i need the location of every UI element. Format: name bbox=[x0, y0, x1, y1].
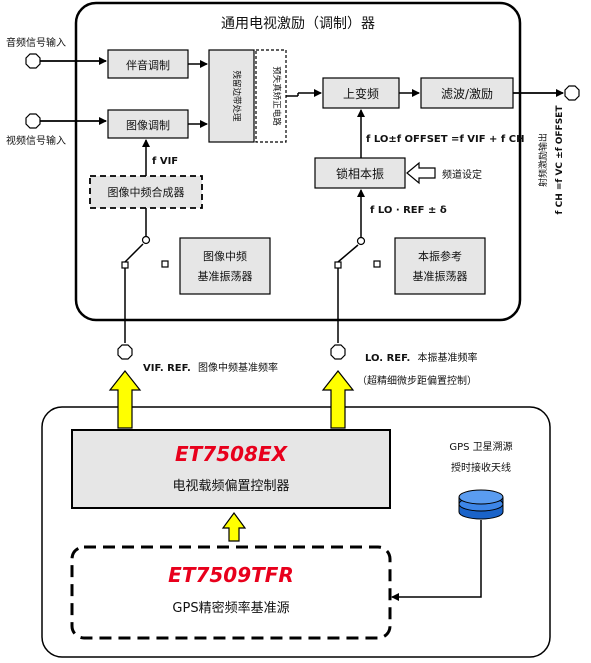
lo-reference-oscillator bbox=[394, 237, 486, 295]
svg-text:射频激励输出: 射频激励输出 bbox=[537, 133, 549, 187]
flo-ref-formula: f LO · REF ± δ bbox=[370, 205, 447, 216]
svg-text:上变频: 上变频 bbox=[343, 86, 379, 101]
controller-box bbox=[71, 429, 391, 509]
lo-ref-yellow-arrow bbox=[321, 370, 355, 429]
gps-label-line1: GPS 卫星溯源 bbox=[449, 440, 512, 453]
exciter-title: 通用电视激励（调制）器 bbox=[221, 15, 375, 32]
svg-text:图像调制: 图像调制 bbox=[126, 119, 170, 132]
controller-name: 电视载频偏置控制器 bbox=[172, 479, 289, 494]
svg-text:残留边带处理: 残留边带处理 bbox=[231, 70, 242, 122]
vif-switch bbox=[121, 235, 169, 343]
svg-text:预失真矫正电路: 预失真矫正电路 bbox=[271, 66, 282, 126]
lo-ref-label: LO. REF. 本振基准频率 bbox=[365, 351, 477, 364]
source-model: ET7509TFR bbox=[168, 563, 294, 587]
gps-antenna-line bbox=[391, 520, 482, 601]
audio-modulator bbox=[107, 49, 189, 79]
controller-model: ET7508EX bbox=[175, 442, 289, 466]
channel-setting: 频道设定 bbox=[406, 161, 482, 185]
fvif-label: f VIF bbox=[152, 156, 178, 167]
svg-text:滤波/激励: 滤波/激励 bbox=[441, 87, 493, 101]
gps-antenna-icon bbox=[458, 489, 504, 520]
svg-text:图像中频: 图像中频 bbox=[203, 249, 247, 263]
predistortion-box bbox=[255, 49, 287, 143]
svg-text:伴音调制: 伴音调制 bbox=[126, 58, 170, 72]
svg-text:基准振荡器: 基准振荡器 bbox=[198, 269, 253, 283]
vif-ref-connector bbox=[117, 344, 133, 360]
residual-sideband-box bbox=[208, 49, 255, 143]
svg-text:频道设定: 频道设定 bbox=[442, 168, 482, 181]
gps-source-box bbox=[70, 545, 392, 640]
source-to-controller-arrow bbox=[221, 511, 247, 542]
vif-ref-yellow-arrow bbox=[108, 370, 142, 429]
flo-offset-formula: f LO±f OFFSET =f VIF + f CH bbox=[366, 134, 524, 145]
lo-switch bbox=[334, 236, 381, 343]
svg-text:本振参考: 本振参考 bbox=[418, 249, 462, 263]
svg-text:锁相本振: 锁相本振 bbox=[336, 166, 384, 181]
svg-text:基准振荡器: 基准振荡器 bbox=[413, 269, 468, 283]
vif-reference-oscillator bbox=[179, 237, 271, 295]
lo-ref-note: （超精细微步距偏置控制） bbox=[357, 374, 477, 387]
video-input: 视频信号输入 bbox=[6, 113, 107, 147]
source-name: GPS精密频率基准源 bbox=[172, 600, 289, 616]
vif-ref-label: VIF. REF. 图像中频基准频率 bbox=[143, 361, 278, 374]
svg-text:图像中频合成器: 图像中频合成器 bbox=[108, 185, 185, 199]
svg-text:视频信号输入: 视频信号输入 bbox=[6, 134, 66, 147]
gps-label-line2: 授时接收天线 bbox=[451, 461, 511, 474]
audio-input: 音频信号输入 bbox=[6, 36, 107, 69]
lo-ref-connector bbox=[330, 344, 346, 360]
svg-text:f CH =f VC ±f OFFSET: f CH =f VC ±f OFFSET bbox=[555, 105, 565, 215]
svg-text:音频信号输入: 音频信号输入 bbox=[6, 36, 66, 49]
upconverter bbox=[322, 77, 400, 109]
pll-lo bbox=[314, 157, 406, 189]
rf-output: 射频激励输出 f CH =f VC ±f OFFSET bbox=[537, 85, 580, 215]
